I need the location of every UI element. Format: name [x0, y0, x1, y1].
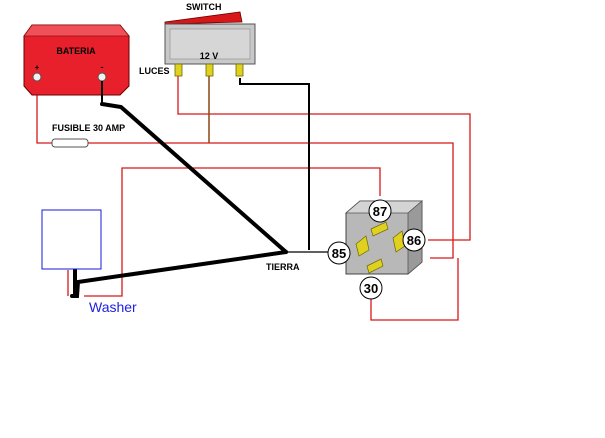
battery-negative-sign: -: [101, 62, 104, 72]
washer: Washer: [41, 209, 137, 315]
switch-voltage-label: 12 V: [200, 51, 219, 61]
fuse-body: [51, 138, 89, 148]
switch-rocker: [164, 11, 243, 25]
fuse: FUSIBLE 30 AMP: [51, 123, 125, 148]
battery-positive-terminal: [32, 72, 42, 82]
relay-pin-86: 86: [407, 233, 421, 248]
fuse-label: FUSIBLE 30 AMP: [52, 123, 125, 133]
relay-pin-87: 87: [373, 204, 387, 219]
battery-positive-sign: +: [35, 63, 40, 72]
wire-battery-fuse: [36, 82, 52, 144]
switch-terminal-12v: [205, 63, 214, 77]
relay: 87 85 86 30: [327, 199, 426, 300]
battery-label: BATERIA: [56, 46, 96, 56]
ground-label: TIERRA: [266, 262, 300, 272]
wire-lights-relay86: [177, 76, 471, 241]
relay-pin-85-circle: [327, 241, 351, 265]
red-wires: [36, 76, 471, 321]
washer-box: [41, 209, 102, 270]
switch: SWITCH 12 V LUCES: [139, 2, 256, 77]
relay-pin-30: 30: [364, 281, 378, 296]
switch-terminal-ground: [235, 63, 244, 77]
switch-label: SWITCH: [186, 2, 222, 12]
wire-battery-ground: [100, 102, 288, 254]
relay-pin-87-circle: [368, 199, 392, 223]
wire-switch-ground: [239, 78, 310, 250]
battery-negative-terminal: [97, 72, 107, 82]
wire-relay30-loop: [370, 258, 459, 321]
ground-wires: [70, 102, 288, 298]
battery-top-face: [23, 24, 130, 37]
relay-blade-87: [370, 221, 389, 237]
washer-label: Washer: [89, 299, 137, 315]
wire-ground-washer: [70, 250, 288, 298]
battery: BATERIA + -: [23, 24, 130, 104]
wire-relay87-washer: [84, 167, 381, 297]
relay-blade-85: [355, 235, 370, 257]
switch-inner: [169, 28, 251, 60]
relay-blade-30: [366, 258, 384, 274]
wire-fuse-right: [88, 142, 454, 259]
lights-label: LUCES: [139, 66, 170, 76]
switch-terminal-lights: [174, 63, 183, 77]
relay-pin-85: 85: [332, 246, 346, 261]
relay-pin-30-circle: [359, 276, 383, 300]
relay-pin-86-circle: [402, 228, 426, 252]
